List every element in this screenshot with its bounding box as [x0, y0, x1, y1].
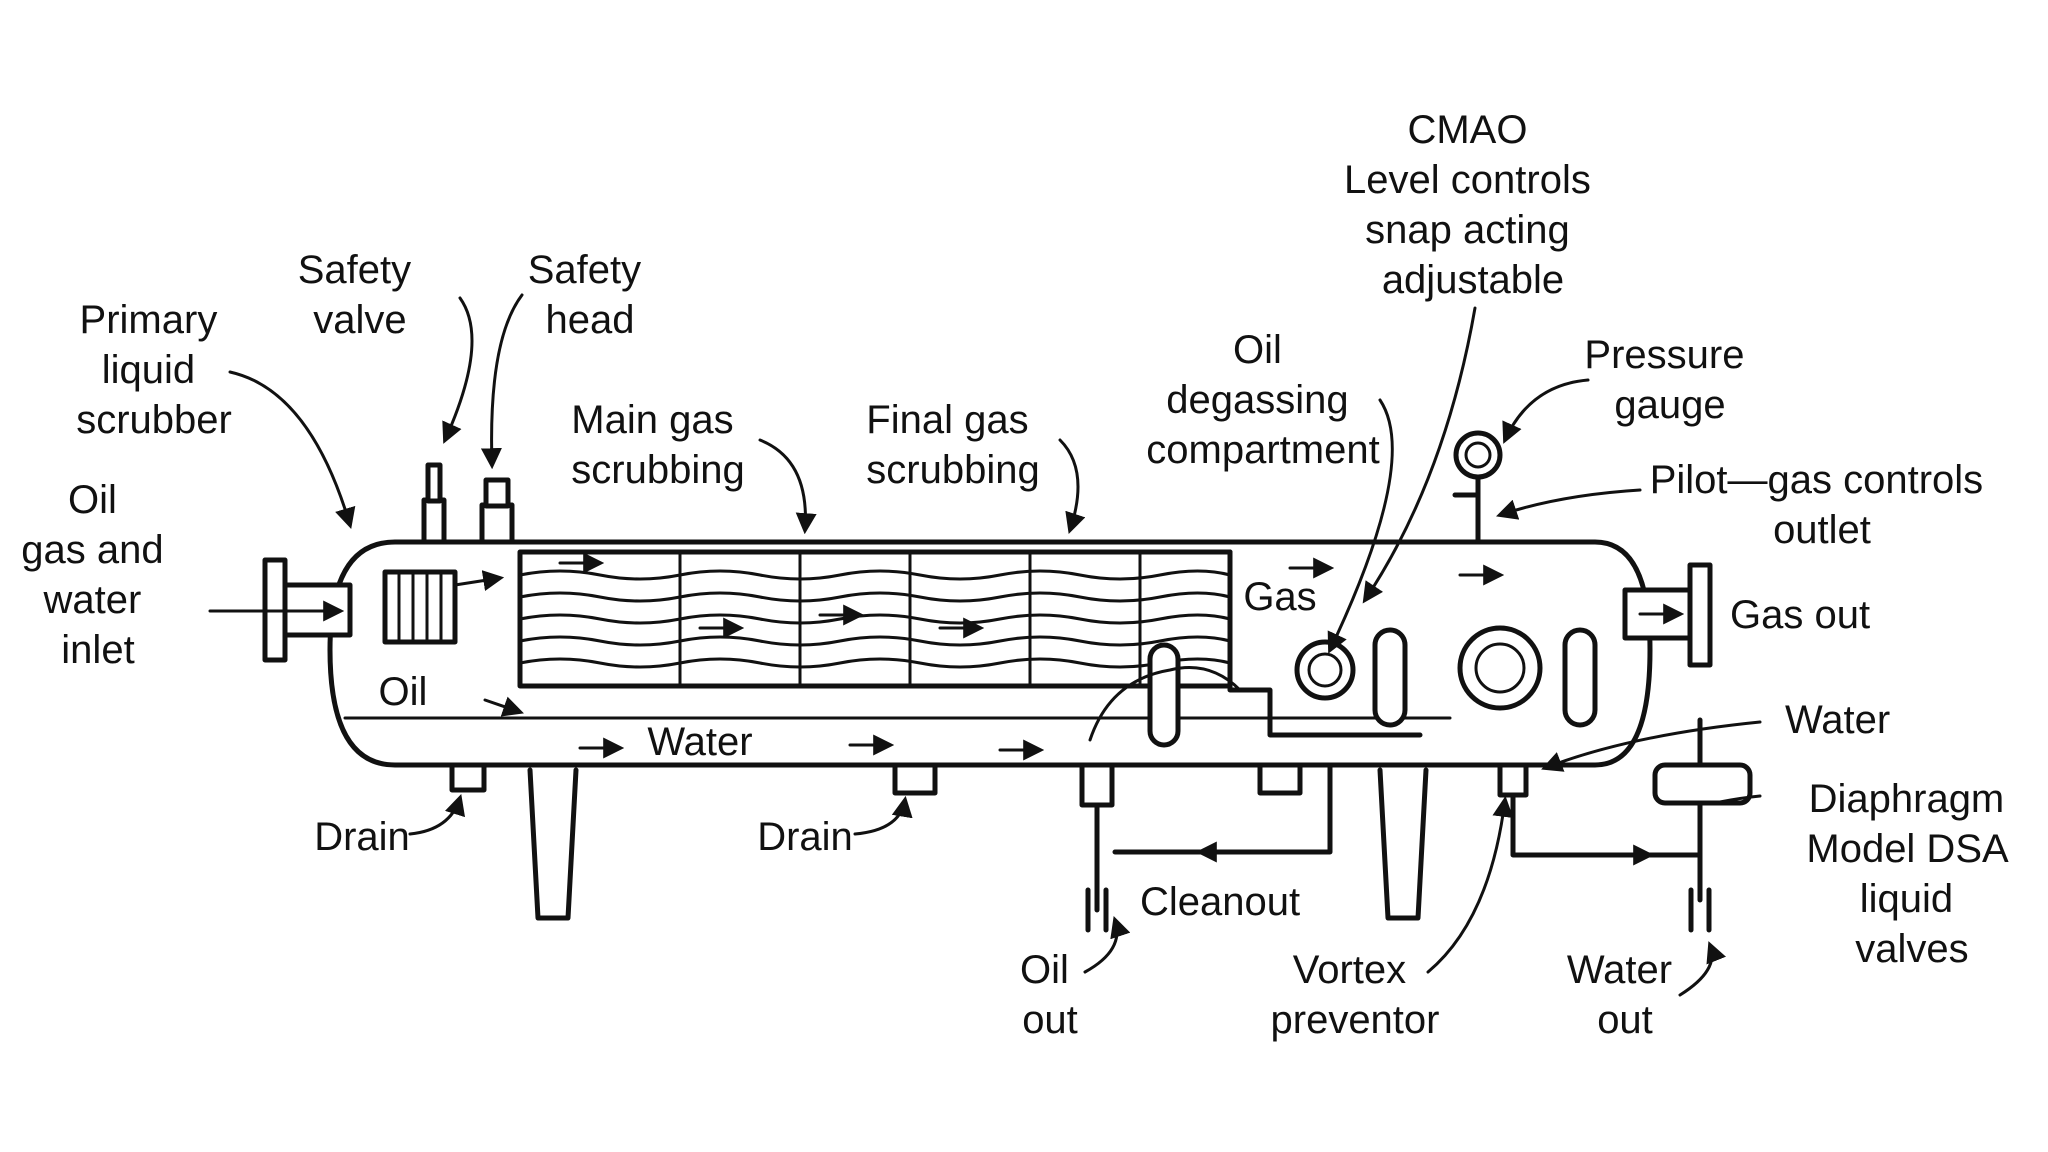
label-inlet: Oil gas and water inlet [21, 478, 174, 672]
label-diaphragm-valves: Diaphragm Model DSA liquid valves [1806, 777, 2017, 971]
safety-head [479, 477, 515, 545]
gas-scrubbing-plates [517, 549, 1233, 689]
oil-degassing-compartment [1088, 549, 1598, 748]
safety-valve [421, 462, 447, 545]
label-cmao-level-controls: CMAO Level controls snap acting adjustab… [1344, 108, 1602, 302]
label-oil-inside: Oil [379, 670, 428, 714]
label-vortex-preventor: Vortex preventor [1271, 948, 1440, 1042]
primary-liquid-scrubber [382, 569, 458, 645]
label-drain-mid: Drain [757, 815, 853, 859]
drain-fittings [449, 762, 1303, 796]
leader-lines [228, 293, 1762, 997]
label-safety-head: Safety head [528, 248, 653, 342]
inlet-nozzle [208, 557, 353, 663]
label-safety-valve: Safety valve [298, 248, 423, 342]
label-drain-left: Drain [314, 815, 410, 859]
label-water-inside: Water [647, 720, 752, 764]
label-pressure-gauge: Pressure gauge [1584, 333, 1755, 427]
pressure-gauge [1452, 430, 1503, 545]
label-oil-out: Oil out [1020, 948, 1080, 1042]
flow-arrows [453, 552, 1685, 866]
label-pilot-gas-controls-outlet: Pilot—gas controls outlet [1650, 458, 1995, 552]
label-final-gas-scrubbing: Final gas scrubbing [866, 398, 1039, 492]
label-main-gas-scrubbing: Main gas scrubbing [571, 398, 744, 492]
label-water-out: Water out [1567, 948, 1683, 1042]
vessel-legs [527, 767, 1429, 921]
label-cleanout: Cleanout [1140, 880, 1300, 924]
label-primary-liquid-scrubber: Primary liquid scrubber [76, 298, 232, 442]
oil-out-piping [1079, 762, 1333, 933]
label-oil-degassing-compartment: Oil degassing compartment [1146, 328, 1379, 472]
label-water-right: Water [1785, 698, 1890, 742]
label-gas-inside: Gas [1243, 575, 1316, 619]
label-gas-out: Gas out [1730, 593, 1870, 637]
